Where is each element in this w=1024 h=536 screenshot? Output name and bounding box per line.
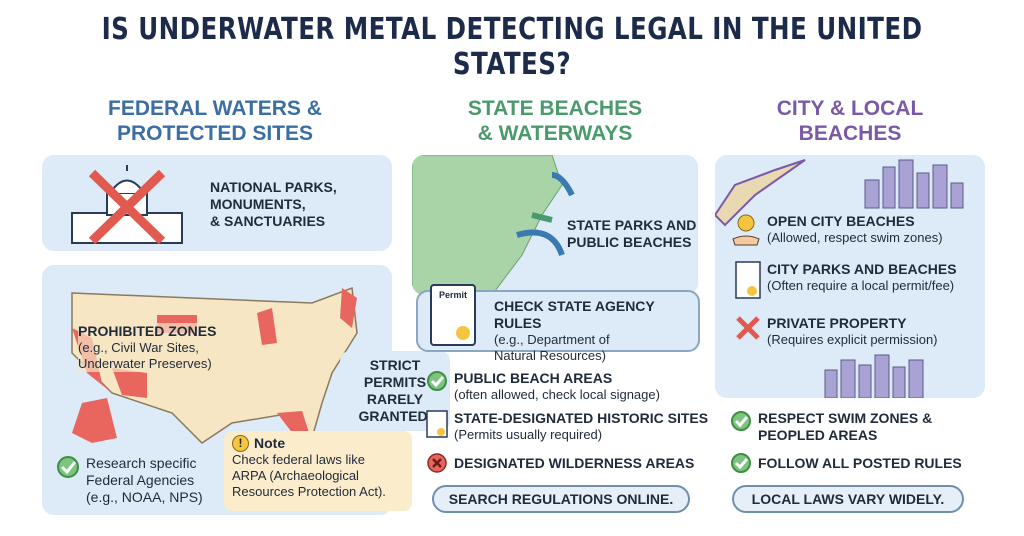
permit-word: Permit (438, 290, 467, 300)
state-parks-label: STATE PARKS AND PUBLIC BEACHES (567, 217, 696, 251)
text-line: & SANCTUARIES (210, 213, 326, 229)
text-line: (e.g., Civil War Sites, (78, 340, 199, 355)
warning-icon: ! (232, 435, 249, 452)
note-box: ! Note Check federal laws like ARPA (Arch… (224, 431, 412, 511)
text-line: PERMITS (363, 374, 427, 390)
local-laws-button[interactable]: LOCAL LAWS VARY WIDELY. (732, 485, 964, 513)
agency-title: CHECK STATE AGENCY RULES (494, 298, 655, 331)
prohibited-zones-label: PROHIBITED ZONES (e.g., Civil War Sites,… (78, 323, 217, 372)
item-title: CITY PARKS AND BEACHES (767, 261, 957, 277)
city-item-parks: CITY PARKS AND BEACHES(Often require a l… (735, 261, 957, 301)
text-line: PUBLIC BEACHES (567, 234, 692, 250)
item-sub: (Often require a local permit/fee) (767, 278, 955, 293)
item-sub: (Allowed, respect swim zones) (767, 230, 943, 245)
federal-map-panel: PROHIBITED ZONES (e.g., Civil War Sites,… (42, 265, 450, 515)
text-line: PEOPLED AREAS (758, 427, 878, 443)
state-map-panel: STATE PARKS AND PUBLIC BEACHES (412, 155, 698, 295)
header-line: PROTECTED SITES (116, 122, 314, 145)
city-panel: OPEN CITY BEACHES(Allowed, respect swim … (715, 155, 985, 398)
text-line: STRICT (369, 357, 421, 373)
check-icon (731, 411, 751, 431)
text-line: MONUMENTS, (210, 196, 306, 212)
x-icon (736, 316, 760, 340)
item-title: STATE-DESIGNATED HISTORIC SITES (454, 410, 709, 426)
header-line: CITY & LOCAL (776, 97, 924, 120)
header-line: STATE BEACHES (467, 97, 643, 120)
check-icon (57, 456, 79, 478)
item-title: DESIGNATED WILDERNESS AREAS (454, 455, 695, 471)
header-line: & WATERWAYS (477, 122, 633, 145)
text-line: GRANTED. (358, 408, 432, 424)
item-sub: (often allowed, check local signage) (454, 387, 660, 402)
national-parks-text: NATIONAL PARKS, MONUMENTS, & SANCTUARIES (210, 179, 337, 230)
item-title: PRIVATE PROPERTY (767, 315, 907, 331)
text-line: Natural Resources) (494, 348, 606, 363)
header-line: BEACHES (798, 122, 902, 145)
federal-header: FEDERAL WATERS & PROTECTED SITES (40, 96, 390, 146)
item-sub: (Requires explicit permission) (767, 332, 938, 347)
city-list-posted-rules: FOLLOW ALL POSTED RULES (730, 452, 962, 474)
item-title: OPEN CITY BEACHES (767, 213, 915, 229)
city-header: CITY & LOCAL BEACHES (715, 96, 985, 146)
text-line: RESPECT SWIM ZONES & (758, 410, 933, 426)
text-line: FOLLOW ALL POSTED RULES (758, 455, 962, 471)
state-item-public-beach: PUBLIC BEACH AREAS(often allowed, check … (426, 370, 660, 403)
x-icon (427, 453, 447, 473)
city-item-private: PRIVATE PROPERTY(Requires explicit permi… (735, 315, 938, 348)
text-line: Federal Agencies (86, 472, 195, 488)
text-line: Resources Protection Act). (232, 484, 386, 499)
state-item-wilderness: DESIGNATED WILDERNESS AREAS (426, 452, 694, 474)
text-line: Underwater Preserves) (78, 356, 212, 371)
text-line: Check federal laws like (232, 452, 365, 467)
header-line: FEDERAL WATERS & (108, 97, 322, 120)
permit-icon (426, 410, 448, 438)
search-regulations-button[interactable]: SEARCH REGULATIONS ONLINE. (432, 485, 690, 513)
permit-icon (735, 261, 761, 299)
page-title: IS UNDERWATER METAL DETECTING LEGAL IN T… (101, 12, 923, 82)
state-agency-box: Permit CHECK STATE AGENCY RULES (e.g., D… (416, 284, 700, 363)
item-sub: (Permits usually required) (454, 427, 603, 442)
prohibited-title: PROHIBITED ZONES (78, 323, 217, 339)
city-item-open-beaches: OPEN CITY BEACHES(Allowed, respect swim … (731, 213, 943, 247)
coin-hand-icon (732, 214, 760, 246)
text-line: ARPA (Archaeological (232, 468, 359, 483)
national-parks-panel: NATIONAL PARKS, MONUMENTS, & SANCTUARIES (42, 155, 392, 251)
city-skyline (715, 159, 964, 398)
city-list-swim-zones: RESPECT SWIM ZONES &PEOPLED AREAS (730, 410, 932, 444)
note-title: Note (254, 435, 286, 451)
state-header: STATE BEACHES & WATERWAYS (410, 96, 700, 146)
research-agencies-item: Research specific Federal Agencies (e.g.… (56, 455, 203, 506)
text-line: NATIONAL PARKS, (210, 179, 337, 195)
text-line: Research specific (86, 455, 197, 471)
text-line: (e.g., Department of (494, 332, 610, 347)
capitol-crossed-icon (71, 165, 183, 245)
agency-text: CHECK STATE AGENCY RULES (e.g., Departme… (494, 298, 698, 364)
text-line: STATE PARKS AND (567, 217, 697, 233)
state-item-historic: STATE-DESIGNATED HISTORIC SITES(Permits … (426, 410, 708, 443)
permit-icon: Permit (430, 284, 476, 346)
text-line: (e.g., NOAA, NPS) (86, 489, 203, 505)
check-icon (427, 371, 447, 391)
check-icon (731, 453, 751, 473)
text-line: RARELY (366, 391, 424, 407)
northeast-map (412, 155, 575, 295)
item-title: PUBLIC BEACH AREAS (454, 370, 613, 386)
